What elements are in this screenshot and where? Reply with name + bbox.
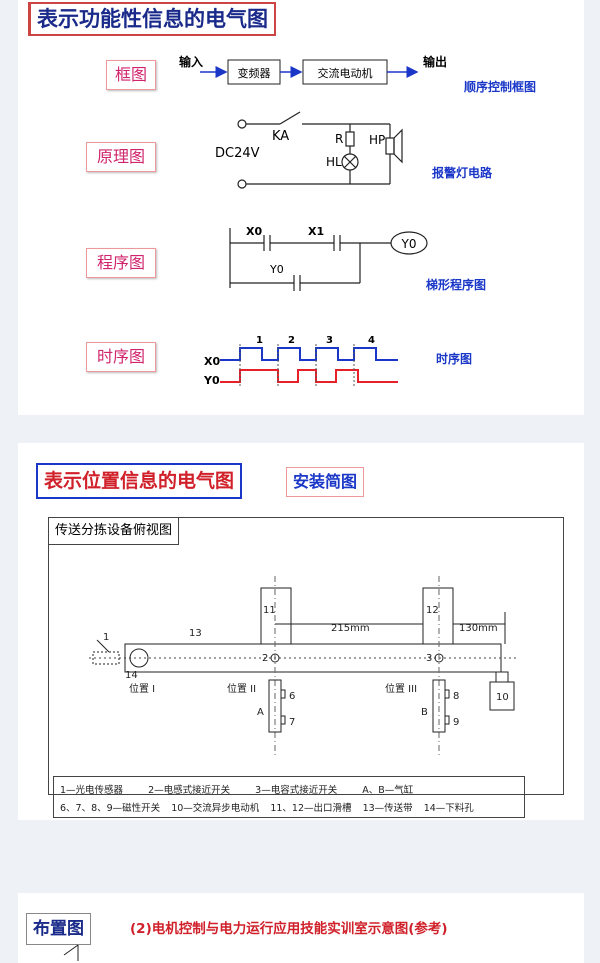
legend-item: 14—下料孔 xyxy=(423,803,474,814)
label-13: 13 xyxy=(189,628,202,639)
label-10: 10 xyxy=(496,692,509,703)
block-diagram-label: 框图 xyxy=(106,60,156,90)
functional-diagrams-svg: 输入 变频器 交流电动机 输出 xyxy=(179,54,447,388)
timing-note: 时序图 xyxy=(436,352,473,366)
ladder-label: 程序图 xyxy=(86,248,156,278)
y0-waveform xyxy=(220,369,398,383)
switch-8 xyxy=(444,689,450,699)
pulse-1: 1 xyxy=(256,335,263,346)
section3-subtitle: (2)电机控制与电力运行应用技能实训室示意图(参考) xyxy=(130,921,448,937)
label-215: 215mm xyxy=(331,623,370,634)
label-130: 130mm xyxy=(459,623,498,634)
ladder-diagram xyxy=(229,228,428,291)
label-6: 6 xyxy=(289,691,295,702)
block-note: 顺序控制框图 xyxy=(464,80,537,94)
parts-legend: 1—光电传感器 2—电感式接近开关 3—电容式接近开关 A、B—气缸 6、7、8… xyxy=(53,776,525,818)
label-pos2: 位置 II xyxy=(227,682,256,695)
legend-item: A、B—气缸 xyxy=(362,785,414,796)
section1-title: 表示功能性信息的电气图 xyxy=(28,2,276,36)
switch-6 xyxy=(280,689,286,699)
schematic-note: 报警灯电路 xyxy=(432,166,493,180)
switch-9 xyxy=(444,715,450,725)
chute-12 xyxy=(422,587,454,645)
label-7: 7 xyxy=(289,717,295,728)
legend-item: 11、12—出口滑槽 xyxy=(270,803,352,814)
label-3: 3 xyxy=(426,653,432,664)
section3-title: 布置图 xyxy=(26,913,91,945)
chute-11 xyxy=(260,587,292,645)
legend-item: 13—传送带 xyxy=(362,803,413,814)
pulse-2: 2 xyxy=(288,335,295,346)
layout-corner-mark xyxy=(63,944,79,961)
label-pos1: 位置 I xyxy=(129,682,155,695)
x0-waveform xyxy=(220,347,398,361)
section2-subtitle: 安装简图 xyxy=(286,467,365,497)
label-pos3: 位置 III xyxy=(385,682,417,695)
cylinder-a xyxy=(268,679,282,733)
functional-diagrams-panel: 表示功能性信息的电气图 框图 原理图 程序图 时序图 顺序控制框图 报警灯电路 … xyxy=(18,0,584,415)
legend-item: 6、7、8、9—磁性开关 xyxy=(60,803,161,814)
legend-item: 3—电容式接近开关 xyxy=(255,785,338,796)
switch-7 xyxy=(280,715,286,725)
ka-label: KA xyxy=(272,129,289,144)
hp-label: HP xyxy=(369,133,385,147)
alarm-schematic xyxy=(237,111,403,189)
motor-shaft xyxy=(495,671,509,683)
hl-label: HL xyxy=(326,155,342,169)
cylinder-b xyxy=(432,679,446,733)
r-label: R xyxy=(335,132,343,146)
ladder-coil-y0: Y0 xyxy=(401,237,417,251)
frame-label: 传送分拣设备俯视图 xyxy=(49,518,180,545)
conveyor-svg: 1 13 14 11 12 215mm 130mm 2 3 位置 I 位置 II… xyxy=(89,576,519,758)
block-diagram: 输入 变频器 交流电动机 输出 xyxy=(179,54,447,85)
label-2: 2 xyxy=(262,653,268,664)
label-14: 14 xyxy=(125,670,138,681)
conveyor-frame: 传送分拣设备俯视图 xyxy=(48,517,564,818)
label-11: 11 xyxy=(263,605,276,616)
timing-x0: X0 xyxy=(204,355,220,368)
feed-hole xyxy=(129,648,149,668)
schematic-label: 原理图 xyxy=(86,142,156,172)
input-label-top: 输入 xyxy=(179,54,203,69)
legend-item: 10—交流异步电动机 xyxy=(171,803,260,814)
motor-box xyxy=(302,59,388,85)
inverter-text: 变频器 xyxy=(238,66,271,80)
ladder-x1: X1 xyxy=(308,225,324,238)
legend-item: 2—电感式接近开关 xyxy=(148,785,231,796)
label-1: 1 xyxy=(103,632,109,643)
inverter-box xyxy=(227,59,281,85)
label-A: A xyxy=(257,707,264,718)
pulse-3: 3 xyxy=(326,335,333,346)
label-9: 9 xyxy=(453,717,459,728)
photo-sensor xyxy=(92,651,120,665)
sensor-leader xyxy=(96,639,110,653)
pulse-4: 4 xyxy=(368,335,375,346)
label-B: B xyxy=(421,707,428,718)
position-diagram-panel: 表示位置信息的电气图 安装简图 传送分拣设备俯视图 xyxy=(18,443,584,820)
timing-label: 时序图 xyxy=(86,342,156,372)
output-label: 输出 xyxy=(423,54,447,69)
ladder-note: 梯形程序图 xyxy=(426,278,487,292)
motor-text: 交流电动机 xyxy=(318,66,373,80)
section2-title: 表示位置信息的电气图 xyxy=(36,463,243,499)
layout-diagram-panel: 布置图 (2)电机控制与电力运行应用技能实训室示意图(参考) xyxy=(18,893,584,963)
dc24v-label: DC24V xyxy=(215,146,260,161)
label-12: 12 xyxy=(426,605,439,616)
label-8: 8 xyxy=(453,691,459,702)
timing-y0: Y0 xyxy=(203,374,220,387)
ladder-x0: X0 xyxy=(246,225,262,238)
legend-item: 1—光电传感器 xyxy=(60,785,124,796)
ladder-y0: Y0 xyxy=(269,263,284,276)
